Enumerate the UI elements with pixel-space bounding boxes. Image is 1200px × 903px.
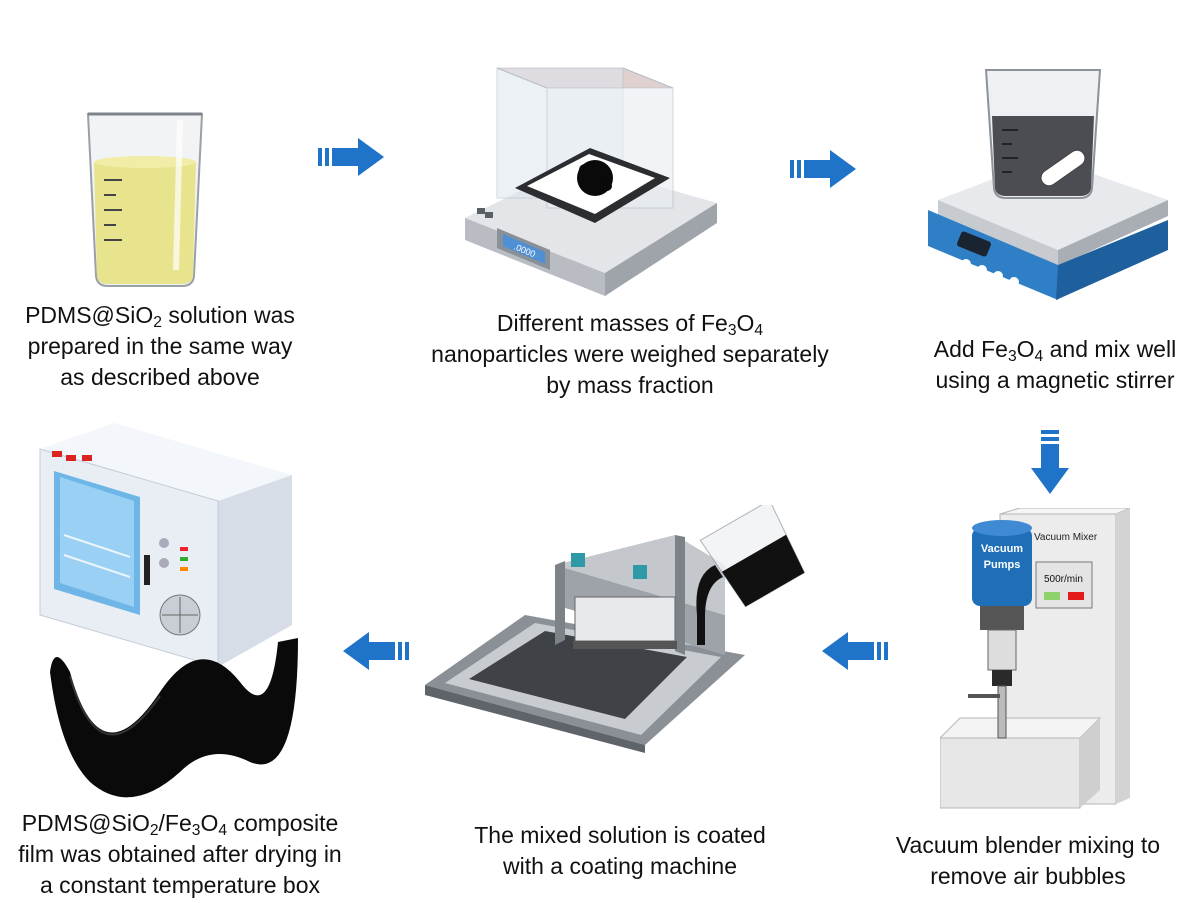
caption-line: prepared in the same way [27,333,293,359]
step4-caption: Vacuum blender mixing to remove air bubb… [868,830,1188,892]
caption-line: using a magnetic stirrer [935,367,1175,393]
pump-label-line1: Vacuum [981,543,1023,555]
flow-arrow-icon [790,150,856,188]
drying-oven-icon [39,423,292,668]
coating-machine-icon [425,505,806,753]
caption-line: as described above [60,364,260,390]
caption-line: Add Fe3O4 and mix well [933,336,1177,365]
flow-arrow-icon [343,632,409,670]
pump-label-line2: Pumps [984,559,1021,571]
caption-line: nanoparticles were weighed separately [431,341,829,367]
step1-caption: PDMS@SiO2 solution was prepared in the s… [0,300,320,393]
vacuum-mixer-icon: Vacuum Mixer 500r/min Vacuum Pumps [940,508,1130,809]
beaker-icon [86,112,204,287]
flow-arrow-icon [1031,430,1069,494]
film-icon [50,638,298,798]
caption-line: The mixed solution is coated [474,822,766,848]
step5-caption: The mixed solution is coated with a coat… [440,820,800,882]
mixer-title: Vacuum Mixer [1034,532,1098,543]
caption-line: a constant temperature box [40,872,320,898]
step6-caption: PDMS@SiO2/Fe3O4 composite film was obtai… [0,808,360,901]
caption-line: Different masses of Fe3O4 [496,310,764,339]
flow-arrow-icon [318,138,384,176]
flow-arrow-icon [822,632,888,670]
caption-line: PDMS@SiO2/Fe3O4 composite [21,810,339,839]
caption-line: film was obtained after drying in [18,841,342,867]
caption-line: with a coating machine [503,853,737,879]
analytical-balance-icon: .0000 [465,67,717,296]
magnetic-stirrer-icon [928,69,1168,300]
speed-display: 500r/min [1044,574,1083,585]
caption-line: PDMS@SiO2 solution was [25,302,295,331]
step3-caption: Add Fe3O4 and mix well using a magnetic … [910,334,1200,396]
step2-caption: Different masses of Fe3O4 nanoparticles … [410,308,850,401]
caption-line: remove air bubbles [930,863,1126,889]
caption-line: Vacuum blender mixing to [895,832,1161,858]
caption-line: by mass fraction [546,372,714,398]
